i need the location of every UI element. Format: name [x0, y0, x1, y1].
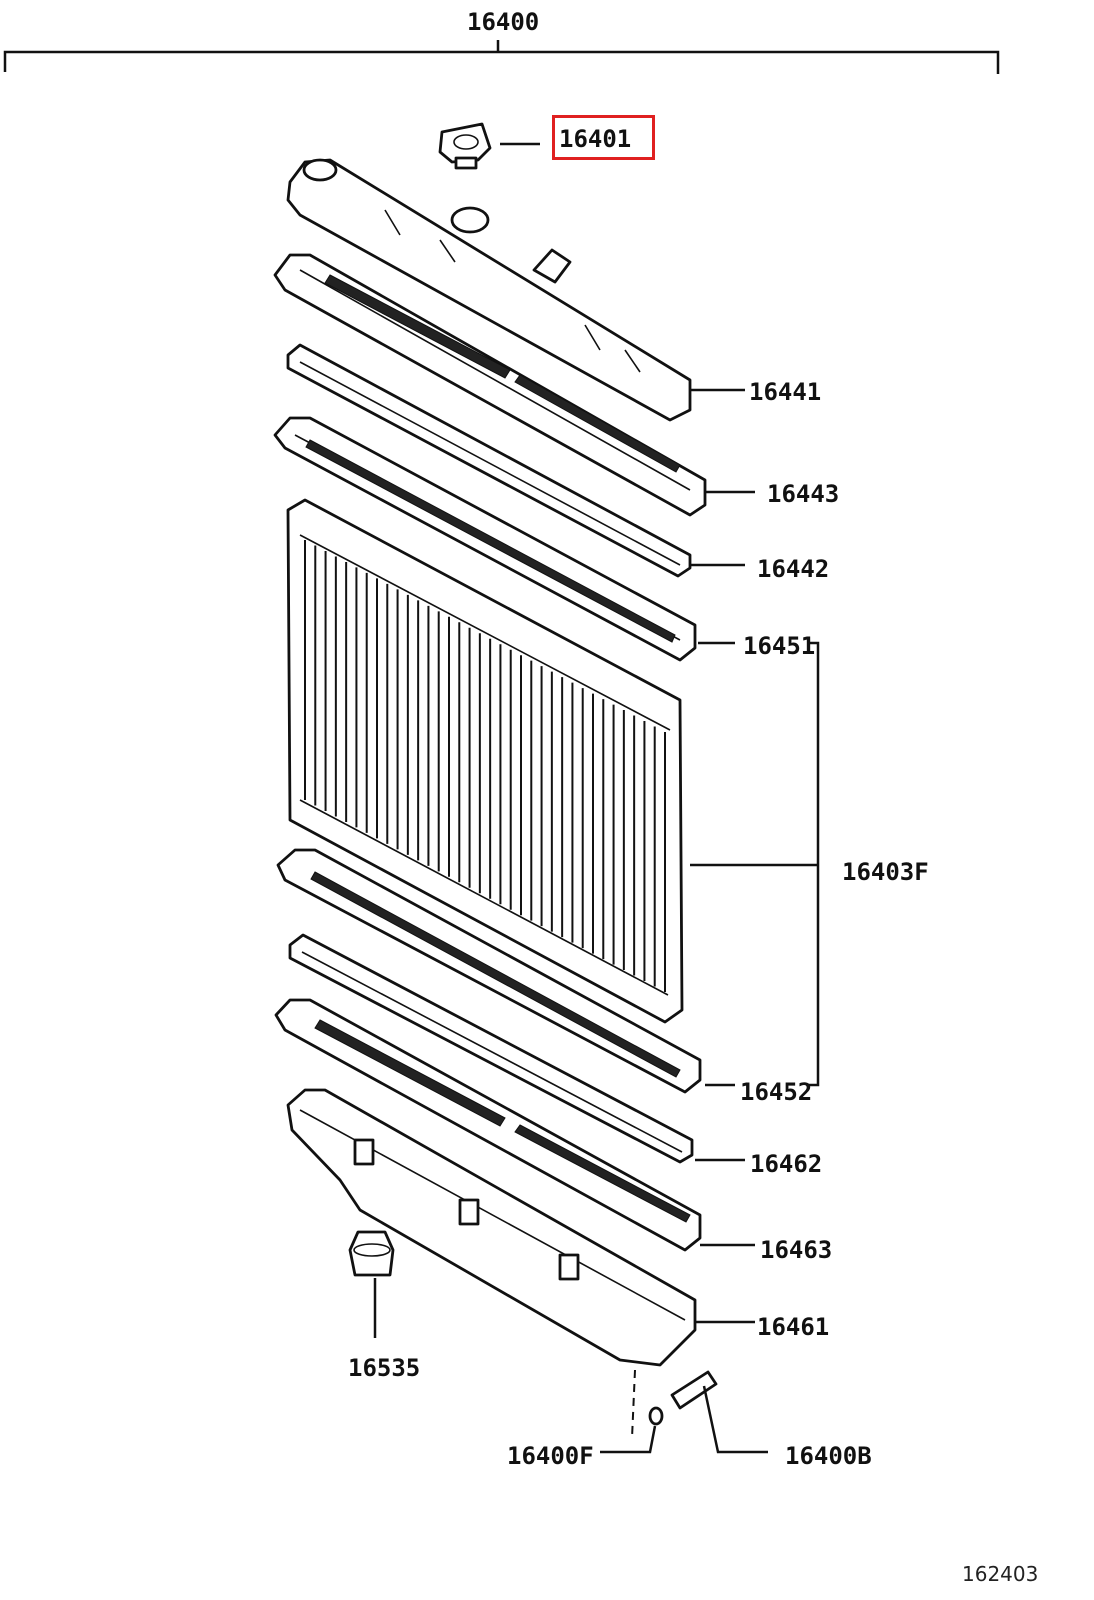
lower-tank-part [286, 1088, 697, 1367]
highlight-box [552, 115, 655, 160]
core-lower-end-part [276, 848, 702, 1094]
radiator-cap-part [438, 122, 492, 170]
assembly-label: 16400 [467, 8, 540, 36]
lower-plate-part [274, 998, 702, 1252]
core-upper-end-part [273, 416, 697, 662]
assembly-bracket [3, 40, 1000, 74]
part-label-16442[interactable]: 16442 [757, 555, 830, 583]
part-label-16462[interactable]: 16462 [750, 1150, 823, 1178]
part-label-16451[interactable]: 16451 [743, 632, 816, 660]
part-label-16403F[interactable]: 16403F [842, 858, 929, 886]
lower-gasket-part [288, 933, 694, 1164]
part-label-16535[interactable]: 16535 [348, 1354, 421, 1382]
leader-lines [373, 142, 820, 1454]
part-label-16463[interactable]: 16463 [760, 1236, 833, 1264]
figure-number: 162403 [962, 1562, 1039, 1586]
part-label-16443[interactable]: 16443 [767, 480, 840, 508]
upper-plate-part [273, 253, 707, 517]
part-label-16452[interactable]: 16452 [740, 1078, 813, 1106]
part-label-16400B[interactable]: 16400B [785, 1442, 872, 1470]
part-label-16401[interactable]: 16401 [559, 125, 632, 153]
radiator-core-part [286, 498, 684, 1024]
part-label-16441[interactable]: 16441 [749, 378, 822, 406]
part-label-16461[interactable]: 16461 [757, 1313, 830, 1341]
mount-cushion-part [348, 1230, 395, 1277]
upper-tank-part [286, 158, 692, 422]
drain-parts [631, 1369, 718, 1439]
part-label-16400F[interactable]: 16400F [507, 1442, 594, 1470]
upper-gasket-part [286, 343, 692, 578]
